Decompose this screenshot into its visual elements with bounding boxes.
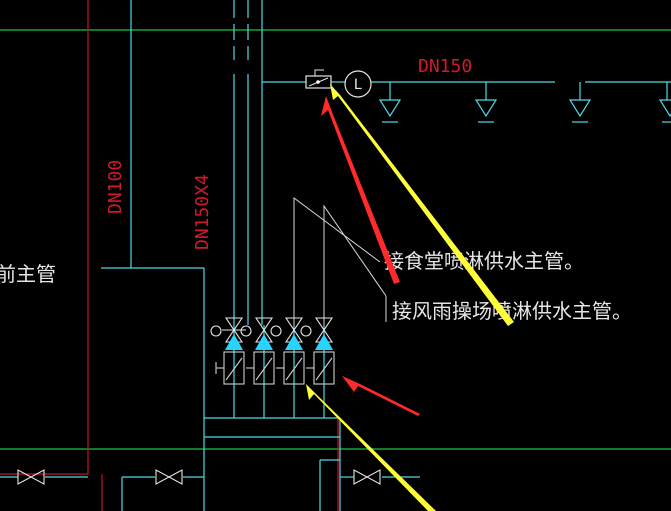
pressure-gauge-icon (344, 70, 372, 98)
flow-indicator-icon (305, 69, 332, 89)
riser-break-marks (232, 18, 250, 46)
label-dn100: DN100 (105, 160, 126, 214)
highlight-arrow-icon (306, 84, 514, 511)
note-canteen-main: 接食堂喷淋供水主管。 (384, 249, 584, 273)
note-leader-lines (293, 197, 387, 325)
label-dn150: DN150 (418, 56, 472, 77)
alarm-valve-body (215, 351, 335, 385)
sprinkler-head-icon (378, 99, 671, 123)
alarm-valve-icon (225, 334, 333, 350)
butterfly-valve-icon (210, 317, 334, 343)
note-rain-field-main: 接风雨操场喷淋供水主管。 (392, 299, 632, 323)
arrow-icon (321, 96, 420, 416)
gauge-letter: L (354, 77, 362, 93)
label-dn150x4: DN150X4 (192, 174, 213, 250)
note-left-partial: 前主管 (0, 262, 56, 286)
lower-valve-icon (17, 469, 381, 485)
